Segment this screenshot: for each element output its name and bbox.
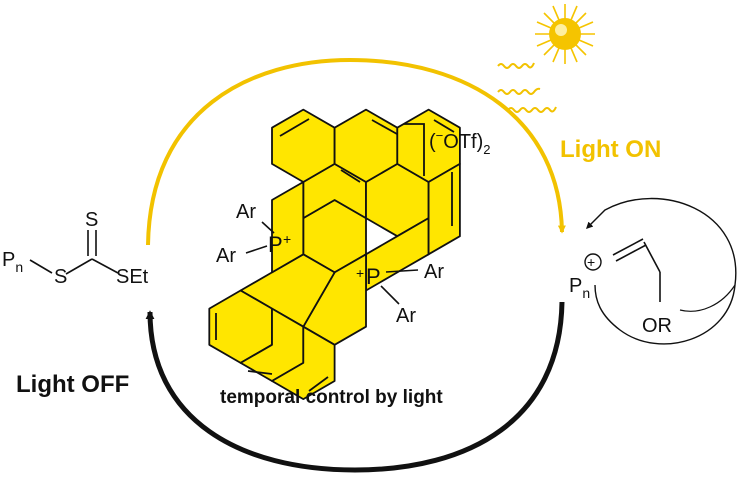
ar-label-2: Ar — [216, 245, 236, 267]
temporal-control-label: temporal control by light — [220, 387, 443, 408]
dormant-species: Pn S S SEt — [2, 209, 149, 288]
monomer-addition-arrow — [586, 197, 737, 286]
light-on-label: Light ON — [560, 136, 661, 163]
phosphorus-label-2: P — [366, 264, 381, 289]
phosphorus-label-1: P — [268, 232, 283, 257]
dormant-s-top: S — [85, 209, 98, 231]
monomer-return-arc — [594, 284, 736, 345]
light-ray-icons — [497, 62, 557, 113]
phosphonium-plus-2: + — [356, 265, 364, 281]
phosphonium-plus-1: + — [283, 231, 291, 247]
active-species: Pn + — [569, 253, 602, 301]
monomer-or-label: OR — [642, 315, 672, 337]
sun-icon — [535, 4, 595, 64]
dormant-pn-label: Pn — [2, 249, 23, 275]
light-off-arc — [145, 301, 565, 473]
cation-plus: + — [587, 254, 595, 270]
catalyst-phosphonium-top: Ar Ar P + — [216, 201, 291, 267]
light-on-arc — [146, 57, 566, 246]
cation-charge-icon — [584, 253, 602, 271]
dormant-set-label: SEt — [116, 266, 149, 288]
counterion-label: (−OTf)2 — [429, 128, 491, 157]
vinyl-ether-monomer: OR — [612, 238, 672, 337]
counterion-bracket: (−OTf)2 — [404, 123, 491, 176]
light-off-label: Light OFF — [16, 371, 129, 398]
ar-label-3: Ar — [424, 261, 444, 283]
photocatalyst-structure — [208, 108, 461, 401]
catalyst-phosphonium-bottom: + P Ar Ar — [356, 261, 444, 327]
ar-label-4: Ar — [396, 305, 416, 327]
active-pn-label: Pn — [569, 275, 590, 301]
dormant-s-left: S — [54, 266, 67, 288]
ar-label-1: Ar — [236, 201, 256, 223]
